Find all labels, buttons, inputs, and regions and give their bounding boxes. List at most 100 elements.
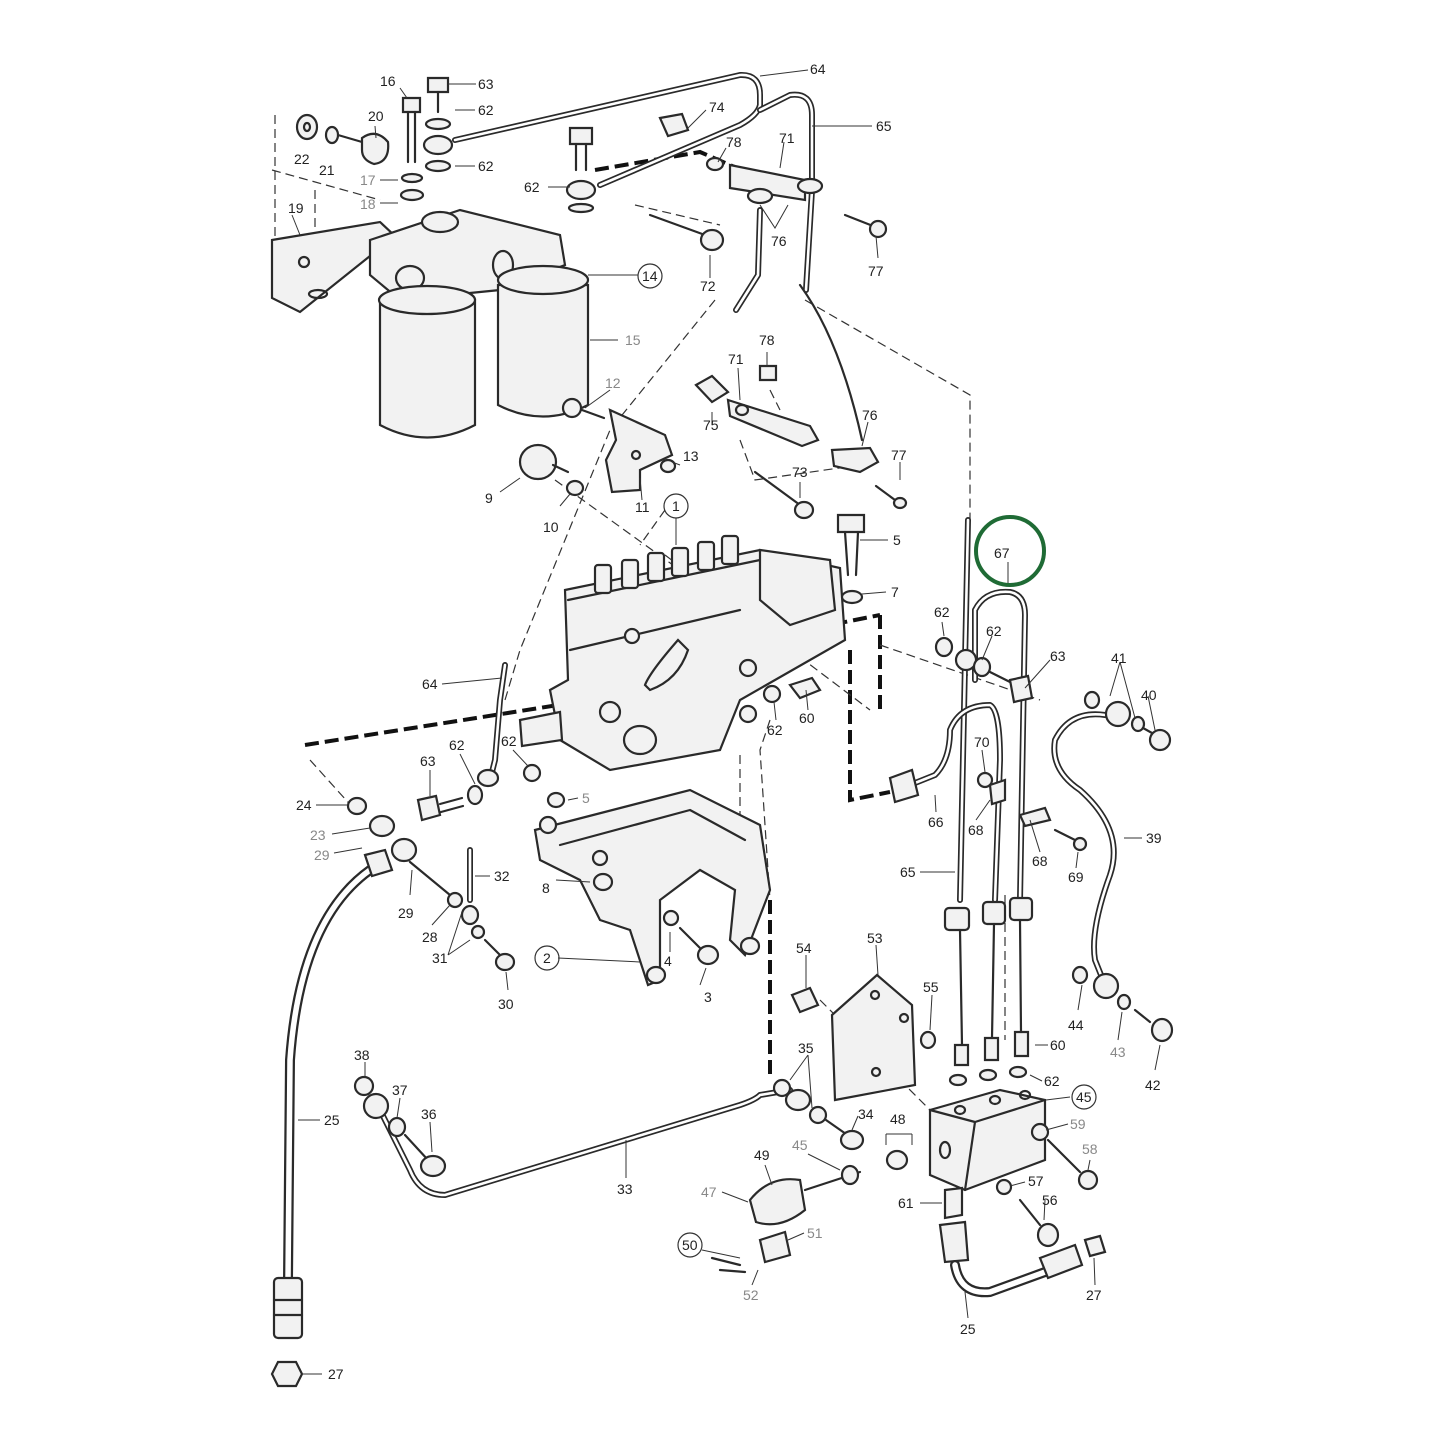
callout-77-top: 77 (868, 263, 884, 279)
callout-78-mid: 78 (759, 332, 775, 348)
callout-circle-2 (534, 945, 560, 971)
callout-10: 10 (543, 519, 559, 535)
callout-65-top: 65 (876, 118, 892, 134)
callout-73: 73 (792, 464, 808, 480)
bolt-16 (401, 96, 422, 114)
callout-circle-45 (1071, 1084, 1097, 1110)
bracket-11-group (518, 397, 677, 497)
pump-bracket (533, 788, 772, 987)
highlight-ring-67[interactable] (974, 515, 1046, 587)
callout-18: 18 (360, 196, 376, 212)
callout-62-h: 62 (501, 733, 517, 749)
callout-48: 48 (890, 1111, 906, 1127)
callout-61: 61 (898, 1195, 914, 1211)
delivery-valves (593, 534, 740, 595)
callout-45-circle: 45 (1076, 1089, 1092, 1105)
callout-64-mid: 64 (422, 676, 438, 692)
callout-17: 17 (360, 172, 376, 188)
callout-71-top: 71 (779, 130, 795, 146)
callout-labels: 16 63 64 62 74 65 20 22 21 62 78 71 17 6… (288, 61, 1162, 1382)
knob-9 (518, 443, 558, 481)
callout-34: 34 (858, 1106, 874, 1122)
callout-36: 36 (421, 1106, 437, 1122)
spacer-75 (694, 374, 730, 404)
banjo-bolt-63 (426, 76, 450, 94)
callout-32: 32 (494, 868, 510, 884)
callout-65-low: 65 (900, 864, 916, 880)
callout-71-mid: 71 (728, 351, 744, 367)
callout-12: 12 (605, 375, 621, 391)
callout-5-mid: 5 (582, 790, 590, 806)
distribution-block (928, 1030, 1047, 1192)
callout-39: 39 (1146, 830, 1162, 846)
linkage-mid (694, 283, 908, 520)
callout-78-top: 78 (726, 134, 742, 150)
callout-69: 69 (1068, 869, 1084, 885)
callout-25-left: 25 (324, 1112, 340, 1128)
callout-29-b: 29 (398, 905, 414, 921)
filter-canister-left (378, 298, 477, 439)
callout-circle-14 (637, 263, 663, 289)
callout-27-left: 27 (328, 1366, 344, 1382)
callout-5-top: 5 (893, 532, 901, 548)
callout-62-g: 62 (449, 737, 465, 753)
callout-3: 3 (704, 989, 712, 1005)
pipe-39-group (1051, 690, 1174, 1043)
callout-53: 53 (867, 930, 883, 946)
leader-lines (291, 69, 1161, 1375)
callout-44: 44 (1068, 1017, 1084, 1033)
callout-33: 33 (617, 1181, 633, 1197)
hose-25-left (270, 796, 516, 1388)
callout-76-top: 76 (771, 233, 787, 249)
bracket-19 (270, 220, 397, 314)
callout-62-c: 62 (524, 179, 540, 195)
callout-60-mid: 60 (799, 710, 815, 726)
callout-62-d: 62 (934, 604, 950, 620)
callout-66: 66 (928, 814, 944, 830)
pipe-64-mid (476, 662, 508, 788)
callout-37: 37 (392, 1082, 408, 1098)
fittings-mid-right (934, 636, 1088, 852)
callout-circles (534, 263, 1097, 1258)
callout-62-i: 62 (1044, 1073, 1060, 1089)
callout-70: 70 (974, 734, 990, 750)
link-71 (726, 398, 820, 448)
pipe-33-group (353, 1075, 865, 1198)
callout-63-top: 63 (478, 76, 494, 92)
vertical-pipes (888, 517, 1034, 1047)
callout-68-b: 68 (1032, 853, 1048, 869)
callout-49: 49 (754, 1147, 770, 1163)
callout-13: 13 (683, 448, 699, 464)
callout-67: 67 (994, 545, 1010, 561)
plug-20 (360, 132, 390, 166)
banjo-63-low (416, 676, 822, 822)
callout-64-top: 64 (810, 61, 826, 77)
callout-9: 9 (485, 490, 493, 506)
callout-63-mid: 63 (1050, 648, 1066, 664)
callout-42: 42 (1145, 1077, 1161, 1093)
callout-62-e: 62 (986, 623, 1002, 639)
callout-62-b: 62 (478, 158, 494, 174)
callout-31: 31 (432, 950, 448, 966)
callout-29-a: 29 (314, 847, 330, 863)
callout-57: 57 (1028, 1173, 1044, 1189)
hose-25-right (938, 1186, 1107, 1298)
callout-30: 30 (498, 996, 514, 1012)
plate-53-group (790, 973, 937, 1102)
callout-16: 16 (380, 73, 396, 89)
callout-19: 19 (288, 200, 304, 216)
callout-75: 75 (703, 417, 719, 433)
injection-pump (518, 534, 847, 772)
callout-circle-1 (663, 493, 689, 519)
callout-28: 28 (422, 929, 438, 945)
callout-68-a: 68 (968, 822, 984, 838)
callout-40: 40 (1141, 687, 1157, 703)
callout-74: 74 (709, 99, 725, 115)
callout-21: 21 (319, 162, 335, 178)
callout-55: 55 (923, 979, 939, 995)
callout-38: 38 (354, 1047, 370, 1063)
callout-4: 4 (664, 953, 672, 969)
callout-20: 20 (368, 108, 384, 124)
callout-27-right: 27 (1086, 1287, 1102, 1303)
